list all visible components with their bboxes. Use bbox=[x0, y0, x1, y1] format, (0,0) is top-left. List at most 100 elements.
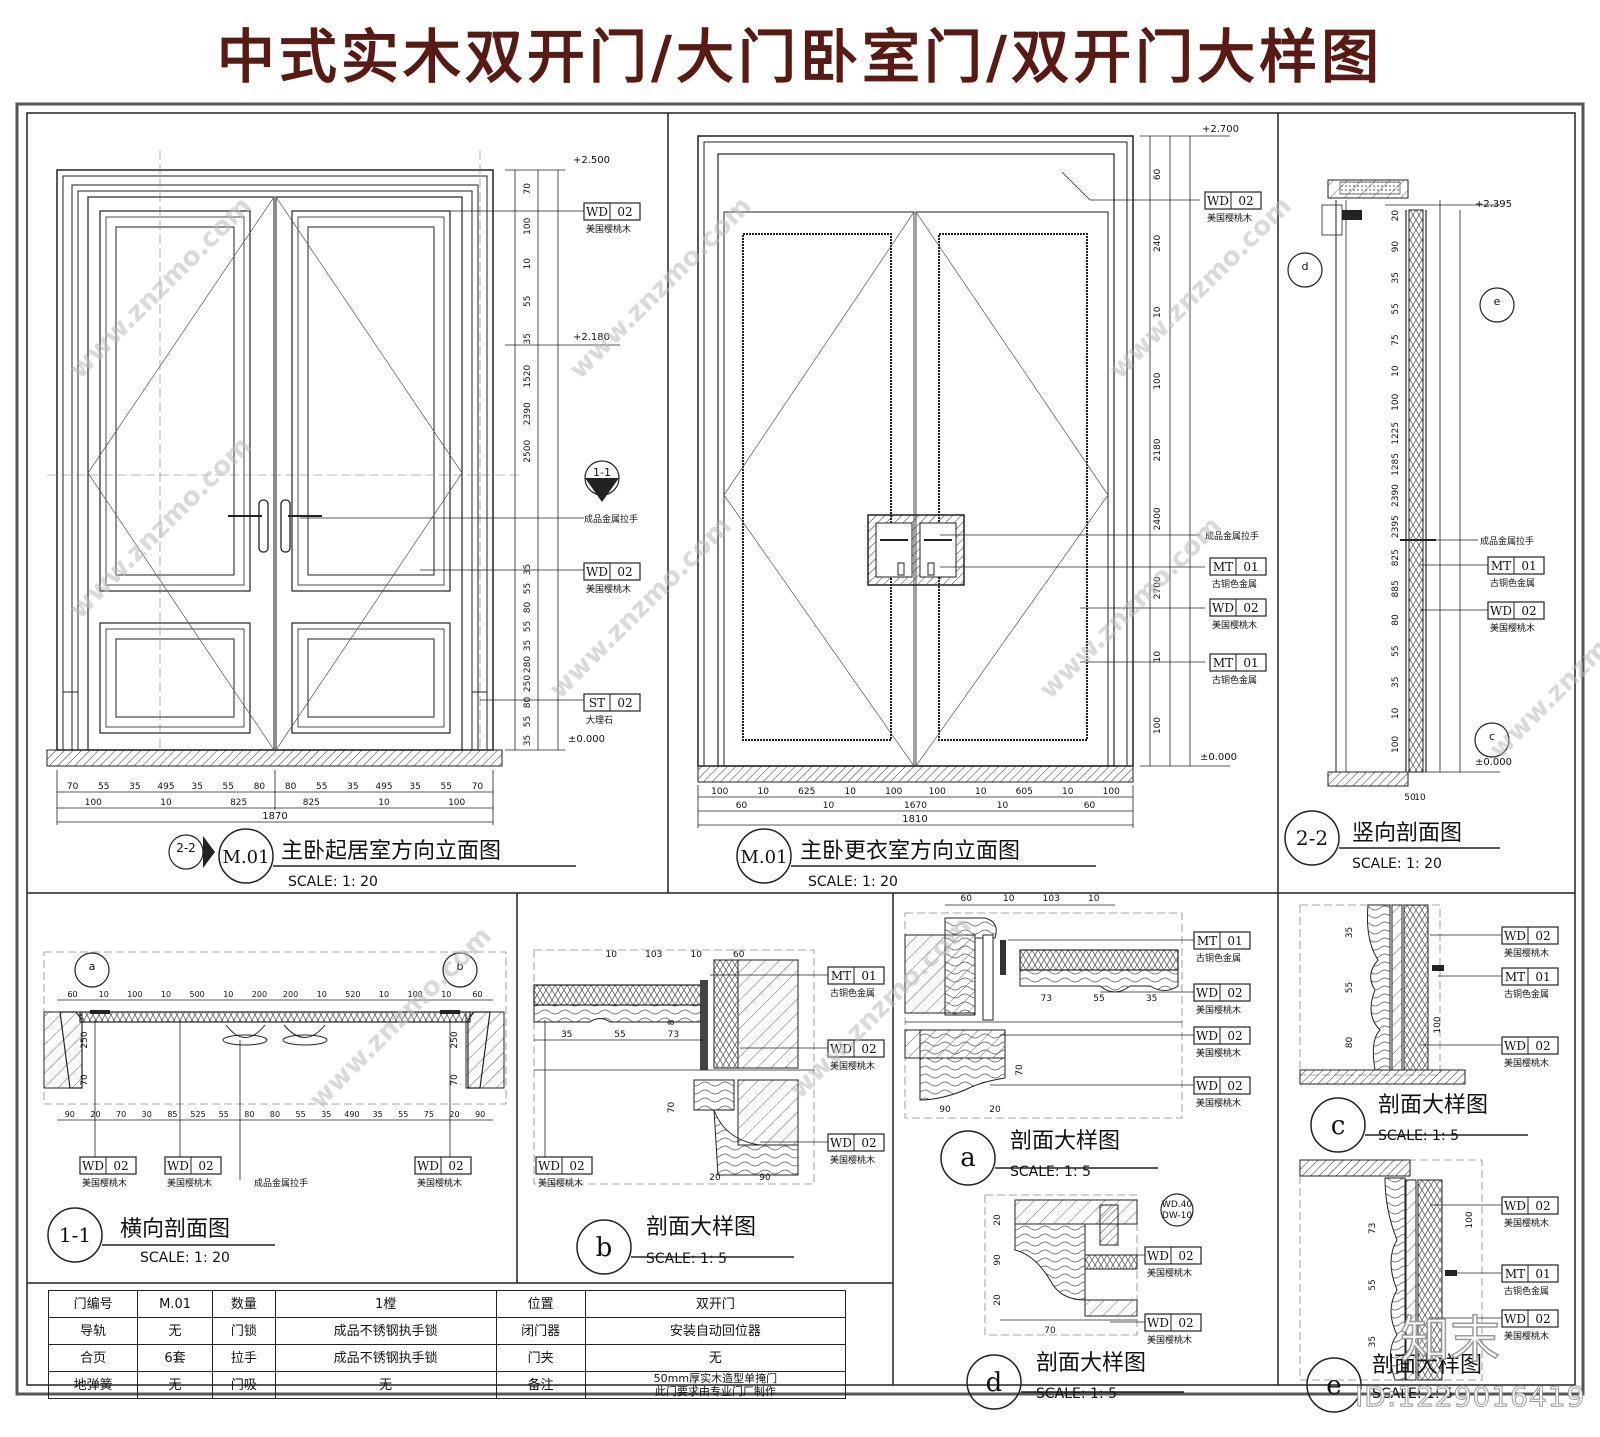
material-name: 美国樱桃木 bbox=[82, 1177, 127, 1189]
watermark-site-5: www.znzmo.com bbox=[544, 511, 738, 705]
section-2-2-vdim: 55 bbox=[1391, 303, 1401, 314]
level-2500: +2.500 bbox=[573, 155, 610, 166]
scale-section-1-1: SCALE: 1: 20 bbox=[140, 1250, 230, 1266]
elevation-bedroom-dim: 825 bbox=[230, 798, 247, 808]
material-name: 美国樱桃木 bbox=[1207, 212, 1252, 224]
material-number: 02 bbox=[1238, 194, 1253, 208]
detail-e-vdim: 73 bbox=[1368, 1223, 1378, 1234]
elevation-bedroom-dim: 495 bbox=[375, 782, 392, 792]
badge-m01-bedroom: M.01 bbox=[222, 847, 269, 868]
material-number: 02 bbox=[1535, 1312, 1550, 1326]
detail-b-dim: 10 bbox=[606, 950, 618, 960]
sheet-outer-frame bbox=[15, 102, 1585, 1396]
elevation-bedroom-dim: 35 bbox=[129, 782, 140, 792]
detail-a-dim: 90 bbox=[939, 1105, 951, 1115]
elevation-bedroom-dim: 100 bbox=[85, 798, 102, 808]
spec-cell: 备注 bbox=[495, 1371, 586, 1399]
detail-e-vdim: 100 bbox=[1465, 1211, 1475, 1228]
material-number: 02 bbox=[861, 1136, 876, 1150]
detail-d-vdim: 90 bbox=[993, 1254, 1003, 1266]
material-code: WD bbox=[1504, 1039, 1526, 1053]
detail-c-vdim: 100 bbox=[1433, 1016, 1443, 1033]
material-code: MT bbox=[1505, 1267, 1525, 1281]
material-number: 01 bbox=[1243, 656, 1258, 670]
marker-e-label: e bbox=[1494, 295, 1501, 308]
section-1-1-dim: 80 bbox=[270, 1110, 280, 1119]
material-number: 02 bbox=[113, 1159, 128, 1173]
handle-label: 成品金属拉手 bbox=[1480, 535, 1534, 547]
title-elevation-bedroom: 主卧起居室方向立面图 bbox=[281, 839, 501, 864]
material-name: 美国樱桃木 bbox=[586, 223, 631, 235]
spec-cell: 门锁 bbox=[211, 1317, 276, 1345]
material-code: MT bbox=[1505, 970, 1525, 984]
section-1-1-dim: 35 bbox=[372, 1110, 382, 1119]
material-name: 美国樱桃木 bbox=[1504, 1330, 1549, 1342]
section-2-2-vdim: 55 bbox=[1391, 645, 1401, 656]
section-2-2-vdim: 90 bbox=[1391, 241, 1401, 253]
section-1-1-dim: 55 bbox=[398, 1110, 408, 1119]
section-1-1-dim: 85 bbox=[167, 1110, 177, 1119]
spec-cell: 成品不锈钢执手锁 bbox=[274, 1317, 497, 1345]
detail-c-vdim: 55 bbox=[1345, 982, 1355, 993]
elevation-bedroom-vdim: 280 bbox=[523, 656, 533, 673]
section-2-2-vdim: 10 bbox=[1391, 365, 1401, 377]
elevation-closet-dim: 10 bbox=[758, 787, 770, 797]
scale-detail-d: SCALE: 1: 5 bbox=[1036, 1386, 1117, 1402]
material-name: 美国樱桃木 bbox=[1504, 1057, 1549, 1069]
section-markers bbox=[74, 252, 1515, 1227]
detail-a-dim: 60 bbox=[961, 894, 973, 904]
spec-cell: 合页 bbox=[47, 1344, 139, 1372]
elevation-closet-dim: 100 bbox=[929, 787, 946, 797]
badge-detail-a: a bbox=[960, 1143, 976, 1173]
material-number: 02 bbox=[1521, 604, 1536, 618]
level-2180: +2.180 bbox=[573, 332, 610, 343]
material-name: 美国樱桃木 bbox=[1196, 1004, 1241, 1016]
scale-detail-c: SCALE: 1: 5 bbox=[1378, 1128, 1459, 1144]
spec-cell: 门夹 bbox=[495, 1344, 586, 1372]
level-0-a: ±0.000 bbox=[568, 734, 605, 745]
elevation-bedroom-dim: 35 bbox=[191, 782, 202, 792]
section-1-1-dim: 60 bbox=[472, 990, 482, 999]
elevation-bedroom-vdim: 70 bbox=[523, 183, 533, 195]
elevation-closet-dim: 10 bbox=[997, 801, 1009, 811]
section-1-1-dim: 10 bbox=[379, 990, 389, 999]
material-name: 美国樱桃木 bbox=[830, 1154, 875, 1166]
section-1-1-dim: 55 bbox=[219, 1110, 229, 1119]
elevation-bedroom-vdim: 10 bbox=[523, 258, 533, 270]
detail-a-dim: 55 bbox=[1093, 994, 1104, 1004]
material-code: ST bbox=[589, 696, 605, 710]
elevation-bedroom-vdim: 80 bbox=[523, 602, 533, 614]
elevation-bedroom-vdim: 1520 bbox=[523, 365, 533, 388]
material-code: MT bbox=[1491, 559, 1511, 573]
section-1-1-dim: 10 bbox=[223, 990, 233, 999]
elevation-closet-dim: 10 bbox=[845, 787, 857, 797]
section-1-1-dim: 20 bbox=[90, 1110, 100, 1119]
detail-d-vdim: 20 bbox=[993, 1214, 1003, 1226]
material-code: WD bbox=[1504, 929, 1526, 943]
material-number: 01 bbox=[861, 969, 876, 983]
section-1-1-dim: 10 bbox=[317, 990, 327, 999]
detail-d-tag-line: DW-10 bbox=[1162, 1211, 1192, 1221]
detail-a-dim: 10 bbox=[1003, 894, 1015, 904]
leader-lines bbox=[94, 199, 1502, 1323]
watermark-logo: 知末 bbox=[1399, 1310, 1501, 1370]
detail-e-vdim: 35 bbox=[1368, 1336, 1378, 1347]
detail-d-tag-line: WD.40 bbox=[1162, 1200, 1192, 1210]
material-number: 01 bbox=[1535, 970, 1550, 984]
level-0-b: ±0.000 bbox=[1200, 752, 1237, 763]
material-number: 02 bbox=[617, 565, 632, 579]
detail-c-drawing bbox=[1299, 904, 1466, 1085]
detail-a-dim: 35 bbox=[1146, 994, 1157, 1004]
marker-d-label: d bbox=[1302, 260, 1309, 273]
material-code: WD bbox=[830, 1042, 852, 1056]
badge-m01-closet: M.01 bbox=[740, 847, 787, 868]
elevation-bedroom-vdim: 35 bbox=[523, 564, 533, 575]
material-code: WD bbox=[586, 565, 608, 579]
material-code: MT bbox=[831, 969, 851, 983]
